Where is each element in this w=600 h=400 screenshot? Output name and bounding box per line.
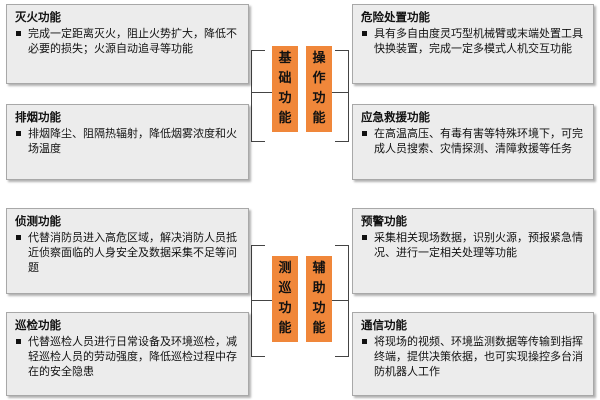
connector-detection-stem [251, 245, 252, 357]
card-communication: 通信功能 将现场的视频、环境监测数据等传输到指挥终端，提供决策依据，也可实现操控… [352, 312, 594, 396]
center-label-detection: 测巡功能 [278, 261, 292, 336]
bullet-icon [16, 339, 21, 344]
connector-auxiliary-mid [332, 300, 349, 301]
card-title: 灭火功能 [15, 10, 61, 24]
card-text: 采集相关现场数据，识别火源，预报紧急情况、进行一定相关处理等功能 [374, 231, 583, 259]
bullet-icon [362, 31, 367, 36]
connector-auxiliary-bottom [335, 356, 349, 357]
card-early-warning: 预警功能 采集相关现场数据，识别火源，预报紧急情况、进行一定相关处理等功能 [352, 208, 594, 294]
card-hazard-disposal: 危险处置功能 具有多自由度灵巧型机械臂或末端处置工具快换装置，完成一定多模式人机… [352, 4, 594, 84]
card-text: 在高温高压、有毒有害等特殊环境下，可完成人员搜索、灾情探测、清障救援等任务 [374, 127, 583, 155]
connector-basic-top [251, 50, 265, 51]
card-patrol: 巡检功能 代替巡检人员进行日常设备及环境巡检，减轻巡检人员的劳动强度，降低巡检过… [6, 312, 249, 396]
card-smoke-exhaust: 排烟功能 排烟降尘、阻隔热辐射，降低烟雾浓度和火场温度 [6, 104, 249, 180]
card-title: 危险处置功能 [361, 10, 430, 24]
bullet-icon [362, 339, 367, 344]
connector-detection-bottom [251, 356, 265, 357]
bullet-icon [362, 235, 367, 240]
connector-basic-mid [251, 92, 272, 93]
center-box-basic: 基础功能 [272, 46, 298, 132]
connector-auxiliary-top [335, 245, 349, 246]
connector-detection-mid [251, 300, 272, 301]
center-box-operation: 操作功能 [306, 46, 332, 132]
connector-operation-top [335, 50, 349, 51]
center-label-basic: 基础功能 [278, 51, 292, 126]
center-box-detection: 测巡功能 [272, 256, 298, 342]
center-label-operation: 操作功能 [312, 51, 326, 126]
connector-operation-stem [348, 50, 349, 142]
card-title: 巡检功能 [15, 318, 61, 332]
card-title: 通信功能 [361, 318, 407, 332]
connector-basic-bottom [251, 141, 265, 142]
connector-basic-stem [251, 50, 252, 142]
card-title: 排烟功能 [15, 110, 61, 124]
card-title: 预警功能 [361, 214, 407, 228]
bullet-icon [16, 131, 21, 136]
card-text: 完成一定距离灭火，阻止火势扩大，降低不必要的损失；火源自动追寻等功能 [28, 27, 237, 55]
card-title: 侦测功能 [15, 214, 61, 228]
card-text: 代替消防员进入高危区域，解决消防人员抵近侦察面临的人身安全及数据采集不足等问题 [28, 231, 237, 274]
card-text: 代替巡检人员进行日常设备及环境巡检，减轻巡检人员的劳动强度，降低巡检过程中存在的… [28, 335, 237, 378]
bullet-icon [16, 31, 21, 36]
center-label-auxiliary: 辅助功能 [312, 261, 326, 336]
card-title: 应急救援功能 [361, 110, 430, 124]
card-text: 排烟降尘、阻隔热辐射，降低烟雾浓度和火场温度 [28, 127, 237, 155]
bullet-icon [16, 235, 21, 240]
center-box-auxiliary: 辅助功能 [306, 256, 332, 342]
card-text: 具有多自由度灵巧型机械臂或末端处置工具快换装置，完成一定多模式人机交互功能 [374, 27, 583, 55]
bullet-icon [362, 131, 367, 136]
card-emergency-rescue: 应急救援功能 在高温高压、有毒有害等特殊环境下，可完成人员搜索、灾情探测、清障救… [352, 104, 594, 180]
card-fire-extinguish: 灭火功能 完成一定距离灭火，阻止火势扩大，降低不必要的损失；火源自动追寻等功能 [6, 4, 249, 84]
connector-detection-top [251, 245, 265, 246]
card-text: 将现场的视频、环境监测数据等传输到指挥终端，提供决策依据，也可实现操控多台消防机… [374, 335, 583, 378]
connector-auxiliary-stem [348, 245, 349, 357]
card-reconnaissance: 侦测功能 代替消防员进入高危区域，解决消防人员抵近侦察面临的人身安全及数据采集不… [6, 208, 249, 294]
connector-operation-bottom [335, 141, 349, 142]
connector-operation-mid [332, 92, 349, 93]
